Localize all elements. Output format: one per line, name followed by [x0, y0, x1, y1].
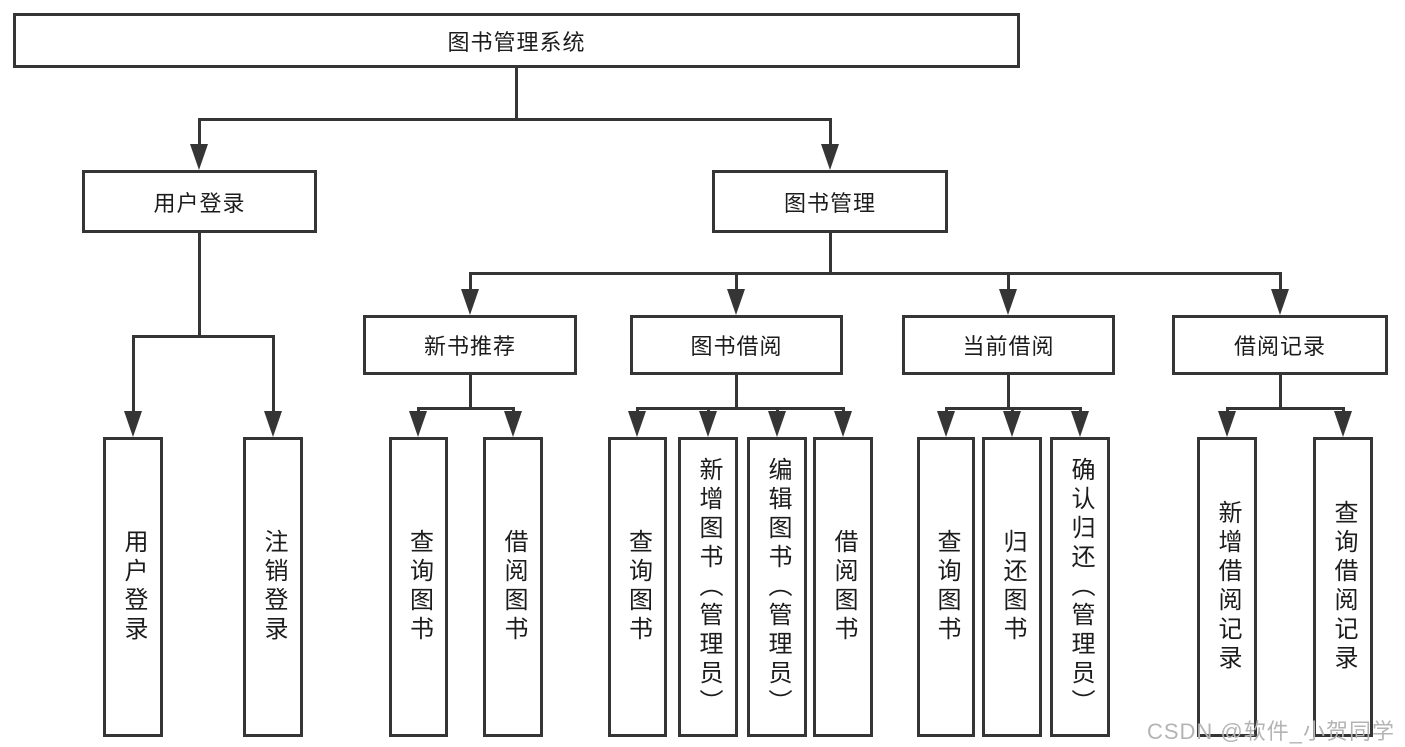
node-leaf-confirm-return-admin: 确认归还（管理员）	[1050, 437, 1110, 737]
node-label: 注销登录	[260, 529, 287, 645]
arrowhead-icon	[190, 144, 208, 170]
node-label: 新书推荐	[423, 334, 516, 359]
node-label: 当前借阅	[962, 334, 1055, 359]
node-book-management: 图书管理	[712, 170, 948, 233]
node-leaf-query-borrow-record: 查询借阅记录	[1313, 437, 1373, 737]
connector-line	[1279, 375, 1282, 410]
arrowhead-icon	[937, 411, 955, 437]
connector-line	[1007, 272, 1010, 292]
arrowhead-icon	[999, 289, 1017, 315]
node-leaf-query-books-1: 查询图书	[389, 437, 448, 737]
node-label: 确认归还（管理员）	[1067, 456, 1094, 718]
arrowhead-icon	[821, 144, 839, 170]
arrowhead-icon	[461, 289, 479, 315]
node-label: 用户登录	[120, 529, 147, 645]
arrowhead-icon	[834, 411, 852, 437]
node-label: 查询借阅记录	[1330, 500, 1357, 674]
connector-line	[469, 375, 472, 410]
node-leaf-logout: 注销登录	[243, 437, 303, 737]
connector-line	[272, 335, 275, 415]
connector-line	[636, 407, 845, 410]
node-label: 归还图书	[999, 529, 1026, 645]
arrowhead-icon	[504, 411, 522, 437]
connector-line	[1279, 272, 1282, 292]
connector-line	[735, 375, 738, 410]
node-label: 用户登录	[153, 190, 246, 216]
connector-line	[469, 272, 472, 292]
connector-line	[417, 407, 515, 410]
node-leaf-user-login: 用户登录	[103, 437, 163, 737]
node-label: 图书借阅	[690, 334, 783, 359]
connector-line	[1007, 375, 1010, 410]
node-leaf-add-books-admin: 新增图书（管理员）	[678, 437, 738, 737]
node-leaf-borrow-books-2: 借阅图书	[813, 437, 873, 737]
arrowhead-icon	[628, 411, 646, 437]
arrowhead-icon	[1271, 289, 1289, 315]
connector-line	[198, 233, 201, 338]
arrowhead-icon	[1071, 411, 1089, 437]
connector-line	[829, 118, 832, 148]
connector-line	[829, 233, 832, 275]
node-label: 查询图书	[933, 529, 960, 645]
node-leaf-query-books-2: 查询图书	[608, 437, 667, 737]
arrowhead-icon	[409, 411, 427, 437]
node-library-management-system: 图书管理系统	[13, 13, 1020, 68]
connector-line	[132, 335, 275, 338]
watermark: CSDN @软件_小贺同学	[1146, 719, 1395, 744]
connector-line	[198, 118, 201, 148]
arrowhead-icon	[727, 289, 745, 315]
connector-line	[1226, 407, 1345, 410]
arrowhead-icon	[264, 411, 282, 437]
node-leaf-edit-books-admin: 编辑图书（管理员）	[747, 437, 807, 737]
node-leaf-add-borrow-record: 新增借阅记录	[1197, 437, 1257, 737]
node-book-borrowing: 图书借阅	[630, 315, 843, 375]
connector-line	[198, 118, 832, 121]
node-label: 借阅记录	[1233, 334, 1326, 359]
node-leaf-return-books: 归还图书	[982, 437, 1042, 737]
node-label: 查询图书	[405, 529, 433, 645]
connector-line	[469, 272, 1282, 275]
arrowhead-icon	[699, 411, 717, 437]
node-label: 借阅图书	[830, 529, 857, 645]
node-leaf-query-books-3: 查询图书	[917, 437, 975, 737]
node-label: 编辑图书（管理员）	[764, 456, 791, 718]
connector-line	[132, 335, 135, 415]
node-borrowing-records: 借阅记录	[1172, 315, 1388, 375]
arrowhead-icon	[768, 411, 786, 437]
node-label: 查询图书	[624, 529, 652, 645]
node-label: 新增图书（管理员）	[695, 456, 722, 718]
node-label: 图书管理	[783, 190, 876, 216]
arrowhead-icon	[1334, 411, 1352, 437]
node-user-login: 用户登录	[82, 170, 317, 233]
node-new-book-recommend: 新书推荐	[363, 315, 577, 375]
node-label: 借阅图书	[500, 529, 527, 645]
node-label: 图书管理系统	[447, 29, 586, 55]
arrowhead-icon	[1003, 411, 1021, 437]
node-current-borrowing: 当前借阅	[902, 315, 1115, 375]
arrowhead-icon	[1218, 411, 1236, 437]
arrowhead-icon	[124, 411, 142, 437]
connector-line	[515, 68, 518, 121]
connector-line	[735, 272, 738, 292]
node-leaf-borrow-books-1: 借阅图书	[483, 437, 543, 737]
node-label: 新增借阅记录	[1214, 500, 1241, 674]
